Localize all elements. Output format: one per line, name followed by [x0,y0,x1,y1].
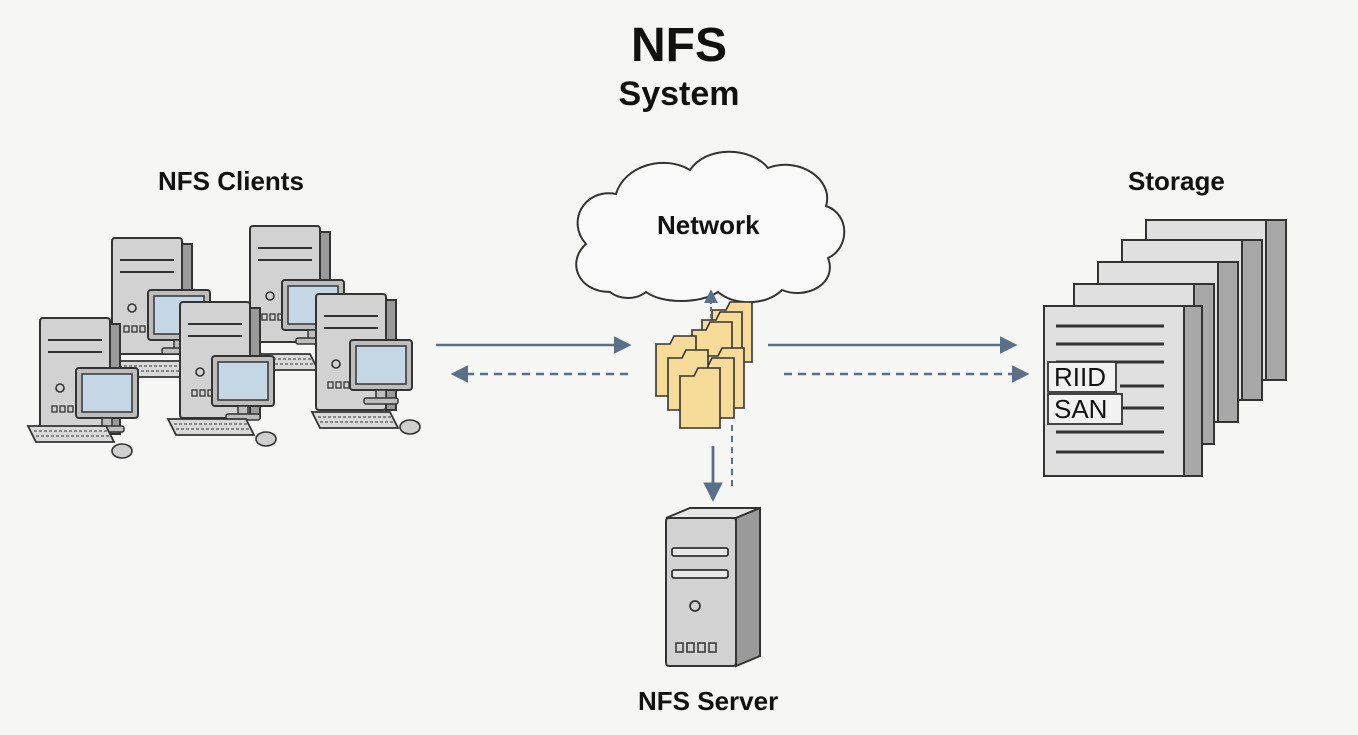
client-computer-5 [311,293,421,435]
label-network: Network [657,210,760,240]
storage-array: RIID SAN [1043,219,1287,477]
storage-tag-riid: RIID [1054,362,1106,392]
client-computer-4 [167,301,277,447]
arrows [436,289,1030,502]
label-nfs-server: NFS Server [638,686,779,716]
nfs-clients-computers [27,225,421,459]
label-nfs-clients: NFS Clients [158,166,304,196]
title-main: NFS [631,19,727,72]
storage-tag-san: SAN [1054,394,1107,424]
nfs-server-tower [665,506,761,668]
title-subtitle: System [618,75,740,113]
label-storage: Storage [1128,166,1225,196]
storage-front-unit: RIID SAN [1043,305,1203,477]
diagram-title: NFS System [0,18,1358,114]
shared-files-folder-stack [655,301,753,429]
